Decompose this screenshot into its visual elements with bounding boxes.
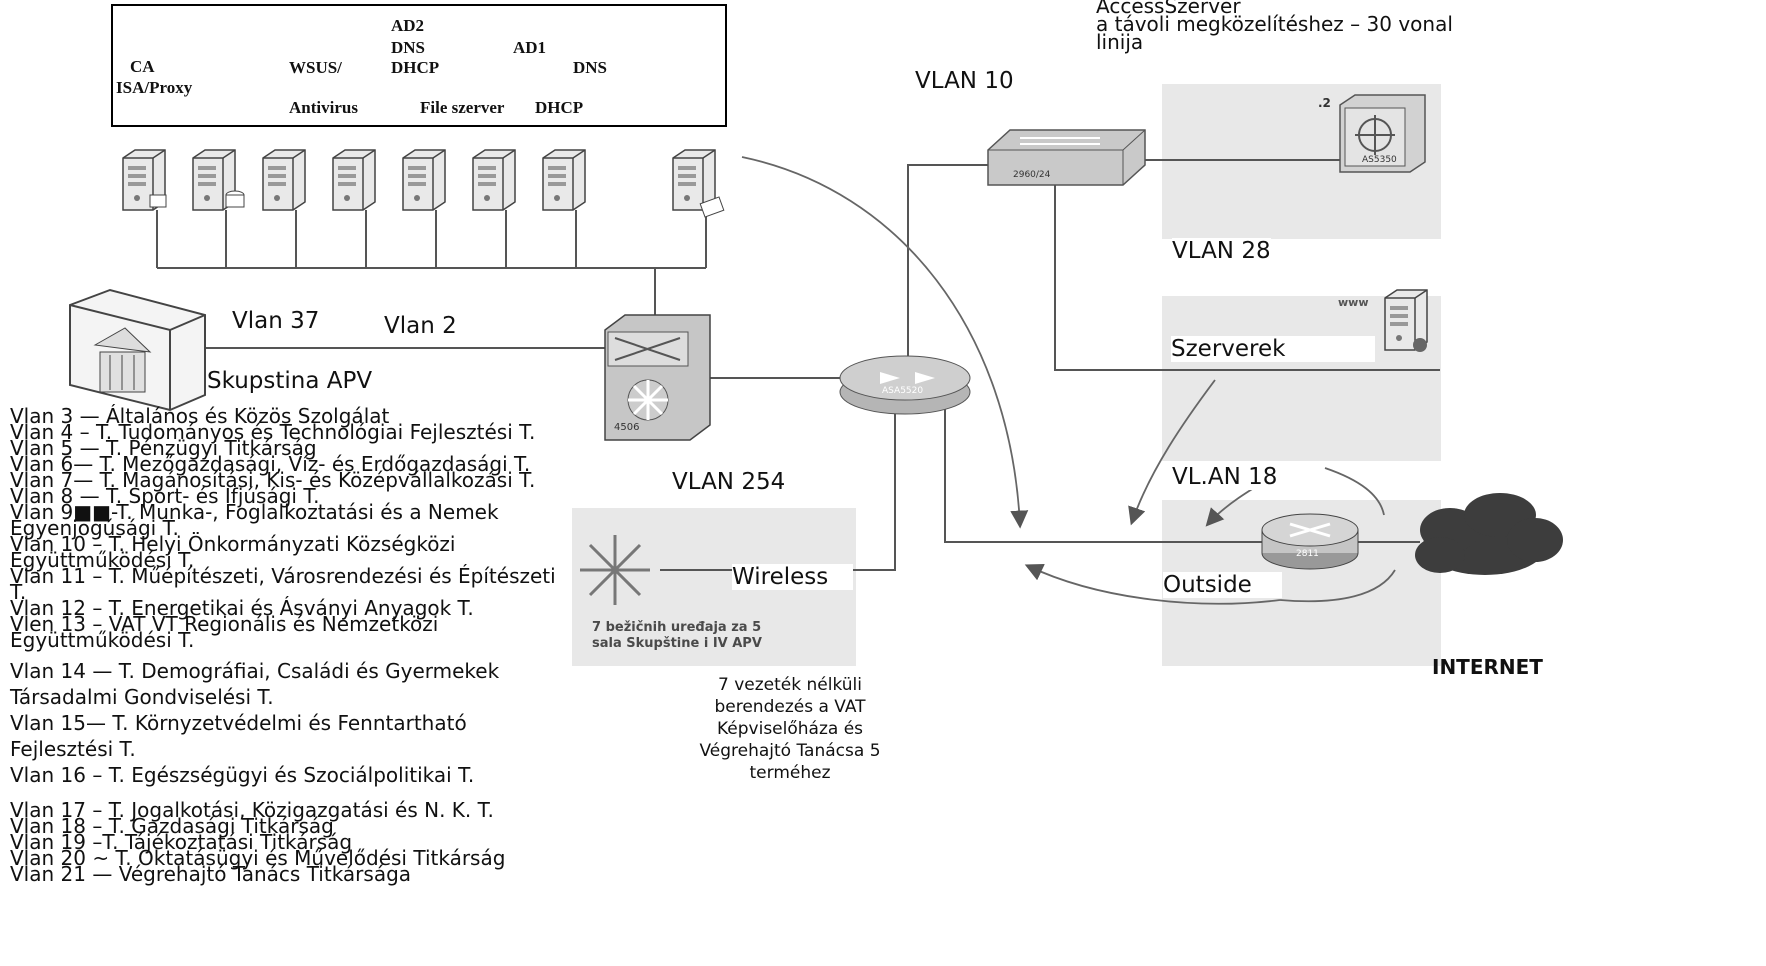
server-roles-box: CA ISA/Proxy WSUS/ Antivirus AD2 DNS DHC… (111, 4, 727, 127)
switch-4506-label: 4506 (614, 422, 640, 433)
firewall-asa5520 (839, 355, 971, 415)
switch-2960 (987, 129, 1146, 186)
vlan-list-item: Vlan 20 ~ T. Oktatásügyi és Művelődési T… (10, 846, 506, 870)
vlan-list-item: Együttműködési T. (10, 628, 195, 652)
vlan-list-item: Vlan 21 — Végrehajtó Tanács Titkársága (10, 862, 412, 886)
dhcp-left-label: DHCP (391, 58, 440, 77)
vlan254-label: VLAN 254 (672, 469, 786, 495)
vlan-list-item: Vlan 18 – T. Gazdasági Titkárság (10, 814, 334, 838)
wireless-caption: 7 vezeték nélküli berendezés a VAT Képvi… (690, 674, 890, 784)
vlan-list-item: Vlan 6— T. Mezőgazdasági, Víz- és Erdőga… (10, 452, 531, 476)
access-server-line1: AccessSzerver (1096, 0, 1241, 18)
wireless-caption-line1: 7 vezeték nélküli (718, 675, 862, 695)
vlan-list-item: Vlan 17 – T. Jogalkotási, Közigazgatási … (10, 798, 494, 822)
internet-cloud-icon (1415, 493, 1563, 575)
vlan-list-item: Vlan 11 – T. Műépítészeti, Városrendezés… (10, 564, 556, 588)
server-icon-ad1 (542, 149, 586, 211)
access-server-device (1339, 94, 1426, 173)
wireless-caption-line5: terméhez (749, 763, 831, 783)
skupstina-label: Skupstina APV (207, 368, 373, 394)
vlan-list-item: Vlan 15— T. Környzetvédelmi és Fenntarth… (10, 711, 467, 735)
vlan-list-item: Vlen 13 – VAT VT Regionális és Nemzetköz… (10, 612, 439, 636)
globe-icon (1413, 338, 1427, 352)
wireless-panel-line2: sala Skupštine i IV APV (592, 636, 762, 651)
building-icon (69, 288, 206, 412)
vlan-list-item: Vlan 4 – T. Tudományos és Technológiai F… (10, 420, 536, 444)
server-icon-ad2 (402, 149, 446, 211)
vlan-list-item: Vlan 7— T. Magánosítási, Kis- és Középvá… (10, 468, 536, 492)
internet-label: INTERNET (1432, 655, 1543, 679)
wireless-caption-line2: berendezés a VAT (714, 697, 866, 717)
vlan-list-item: Vlan 3 — Általános és Közös Szolgálat (10, 404, 390, 428)
server-icon-antivirus (332, 149, 376, 211)
vlan-list-item: Vlan 12 – T. Energetikai és Ásványi Anya… (10, 596, 474, 620)
dns-left-label: DNS (391, 38, 426, 57)
vlan-list-item: Egyenjogúsági T. (10, 516, 179, 540)
asa-label: ASA5520 (882, 386, 924, 396)
router-2811 (1261, 513, 1359, 570)
vlan-list-item: Társadalmi Gondviselési T. (10, 685, 274, 709)
antivirus-label: Antivirus (289, 98, 358, 117)
vlan-list-item: Együttműködési T. (10, 548, 195, 572)
vlan-list-item: Fejlesztési T. (10, 737, 136, 761)
vlan-list-item: Vlan 5 — T. Pénzügyi Titkárság (10, 436, 317, 460)
file-server-label: File szerver (420, 98, 505, 117)
access-ip-label: .2 (1318, 96, 1331, 110)
vlan2-label: Vlan 2 (384, 313, 457, 339)
monitor-icon (149, 194, 167, 208)
wsus-label: WSUS/ (289, 58, 342, 77)
core-switch-4506 (604, 314, 711, 441)
access-server-caption: AccessSzerver a távoli megközelítéshez –… (1096, 0, 1453, 54)
vlan-list-item: Vlan 10 – T. Helyi Önkormányzati Községk… (10, 532, 456, 556)
server-icon-file (472, 149, 516, 211)
vlan-list-item: Vlan 8 — T. Sport- és Ifjúsági T. (10, 484, 320, 508)
vlan37-label: Vlan 37 (232, 308, 320, 334)
server-icon-wsus (262, 149, 306, 211)
www-label: www (1338, 296, 1369, 309)
router-label: 2811 (1296, 549, 1319, 559)
vlan-list: Vlan 3 — Általános és Közös Szolgálat Vl… (10, 406, 710, 886)
vlan-list-item: T. (10, 580, 27, 604)
dhcp-right-label: DHCP (535, 98, 584, 117)
wireless-ap-icon (580, 535, 650, 605)
vlan18-label: VL.AN 18 (1172, 464, 1278, 490)
vlan-list-item: Vlan 16 – T. Egészségügyi és Szociálpoli… (10, 763, 475, 787)
wireless-panel-line1: 7 bežičnih uređaja za 5 (592, 620, 762, 635)
access-server-line3: linija (1096, 30, 1144, 54)
isa-proxy-label: ISA/Proxy (116, 78, 193, 97)
vlan-list-item: Vlan 19 –T. Tájékoztatási Titkárság (10, 830, 353, 854)
ca-label: CA (130, 57, 155, 76)
vlan28-label: VLAN 28 (1172, 238, 1271, 264)
dns-right-label: DNS (573, 58, 608, 77)
access-device-label: AS5350 (1362, 155, 1397, 165)
wireless-caption-line3: Képviselőháza és (716, 719, 864, 739)
vlan-list-item: Vlan 14 — T. Demográfiai, Családi és Gye… (10, 659, 500, 683)
switch-2960-label: 2960/24 (1013, 170, 1051, 180)
szerverek-label: Szerverek (1171, 336, 1376, 362)
wireless-label: Wireless (732, 564, 854, 590)
access-server-line2: a távoli megközelítéshez – 30 vonal (1096, 12, 1453, 36)
vlan-list-item: Vlan 9■■-T. Munka-, Foglalkoztatási és a… (10, 500, 499, 524)
wireless-caption-line4: Végrehajtó Tanácsa 5 (699, 741, 881, 761)
ad1-label: AD1 (513, 38, 547, 57)
vlan10-label: VLAN 10 (915, 68, 1014, 94)
outside-label: Outside (1163, 572, 1282, 598)
ad2-label: AD2 (391, 16, 425, 35)
